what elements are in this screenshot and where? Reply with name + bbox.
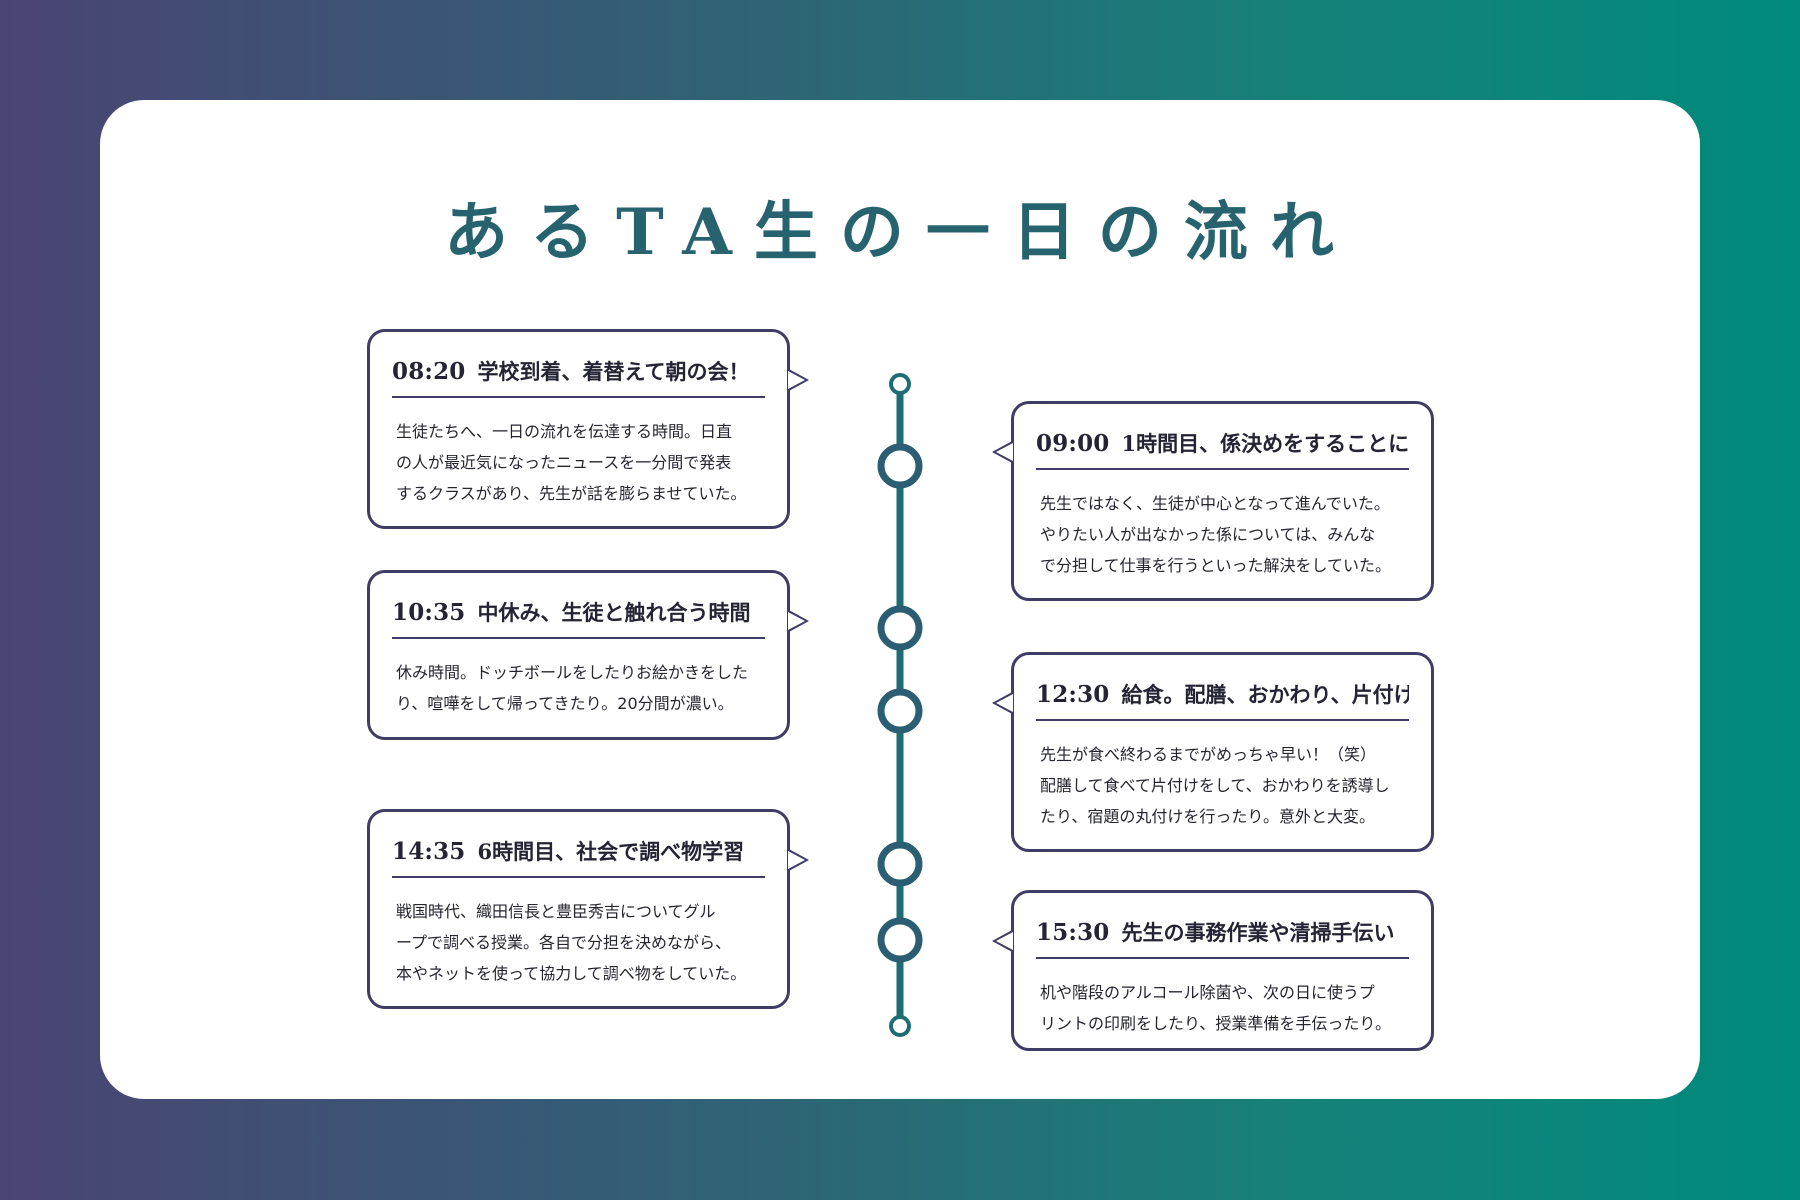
event-heading: 6時間目、社会で調べ物学習 [477, 839, 745, 864]
description-line: 机や階段のアルコール除菌や、次の日に使うプ [1040, 983, 1375, 1002]
event-header: 14:35 6時間目、社会で調べ物学習 [392, 836, 765, 866]
description-line: リントの印刷をしたり、授業準備を手伝ったり。 [1040, 1014, 1392, 1033]
event-heading: 先生の事務作業や清掃手伝い [1121, 920, 1395, 945]
event-time: 14:35 [392, 838, 466, 865]
description-line: 休み時間。ドッチボールをしたりお絵かきをした [396, 663, 749, 682]
page-title: あるTA生の一日の流れ [444, 195, 1356, 270]
divider [392, 637, 765, 639]
event-time: 15:30 [1036, 919, 1110, 946]
description-line: 生徒たちへ、一日の流れを伝達する時間。日直 [396, 422, 733, 441]
description-line: 戦国時代、織田信長と豊臣秀吉についてグル [396, 902, 716, 921]
timeline-node-1530 [877, 917, 923, 963]
description-line: やりたい人が出なかった係については、みんな [1040, 525, 1376, 544]
divider [1036, 468, 1409, 470]
bubble-tail [992, 691, 1014, 715]
bubble-tail [787, 368, 809, 392]
divider [1036, 719, 1409, 721]
event-heading: 1時間目、係決めをすることに [1121, 431, 1409, 456]
timeline-node-1035 [877, 605, 923, 651]
event-0900-bubble: 09:00 1時間目、係決めをすることに 先生ではなく、生徒が中心となって進んで… [992, 401, 1434, 601]
description-line: で分担して仕事を行うといった解決をしていた。 [1040, 556, 1392, 575]
timeline-node-1230 [877, 688, 923, 734]
event-1435-bubble: 14:35 6時間目、社会で調べ物学習 戦国時代、織田信長と豊臣秀吉についてグル… [367, 809, 809, 1009]
timeline-node-0820 [877, 443, 923, 489]
description-line: 先生ではなく、生徒が中心となって進んでいた。 [1040, 494, 1390, 513]
event-heading: 学校到着、着替えて朝の会！ [477, 359, 750, 384]
event-time: 10:35 [392, 599, 466, 626]
event-description: 先生が食べ終わるまでがめっちゃ早い！（笑） 配膳して食べて片付けをして、おかわり… [1036, 739, 1409, 832]
event-header: 08:20 学校到着、着替えて朝の会！ [392, 356, 765, 386]
description-line: の人が最近気になったニュースを一分間で発表 [396, 453, 732, 472]
event-header: 12:30 給食。配膳、おかわり、片付け [1036, 679, 1409, 709]
event-time: 12:30 [1036, 681, 1110, 708]
event-time: 08:20 [392, 358, 466, 385]
bubble-tail [787, 848, 809, 872]
bubble-tail [992, 440, 1014, 464]
event-header: 09:00 1時間目、係決めをすることに [1036, 428, 1409, 458]
event-1035-bubble: 10:35 中休み、生徒と触れ合う時間 休み時間。ドッチボールをしたりお絵かきを… [367, 570, 809, 740]
divider [392, 876, 765, 878]
bubble-tail [787, 609, 809, 633]
description-line: 先生が食べ終わるまでがめっちゃ早い！（笑） [1040, 745, 1377, 764]
description-line: たり、宿題の丸付けを行ったり。意外と大変。 [1040, 807, 1376, 826]
timeline-node-1435 [877, 841, 923, 887]
event-heading: 給食。配膳、おかわり、片付け [1121, 682, 1409, 707]
bubble-tail [992, 929, 1014, 953]
event-description: 戦国時代、織田信長と豊臣秀吉についてグル ープで調べる授業。各自で分担を決めなが… [392, 896, 765, 989]
event-1230-bubble: 12:30 給食。配膳、おかわり、片付け 先生が食べ終わるまでがめっちゃ早い！（… [992, 652, 1434, 852]
description-line: り、喧嘩をして帰ってきたり。20分間が濃い。 [396, 694, 734, 713]
event-description: 先生ではなく、生徒が中心となって進んでいた。 やりたい人が出なかった係については… [1036, 488, 1409, 581]
event-description: 机や階段のアルコール除菌や、次の日に使うプ リントの印刷をしたり、授業準備を手伝… [1036, 977, 1409, 1039]
event-1530-bubble: 15:30 先生の事務作業や清掃手伝い 机や階段のアルコール除菌や、次の日に使う… [992, 890, 1434, 1051]
divider [1036, 957, 1409, 959]
description-line: ープで調べる授業。各自で分担を決めながら、 [396, 933, 732, 952]
event-header: 10:35 中休み、生徒と触れ合う時間 [392, 597, 765, 627]
description-line: するクラスがあり、先生が話を膨らませていた。 [396, 484, 747, 503]
event-0820-bubble: 08:20 学校到着、着替えて朝の会！ 生徒たちへ、一日の流れを伝達する時間。日… [367, 329, 809, 529]
timeline-endpoint-bottom [889, 1015, 911, 1037]
description-line: 本やネットを使って協力して調べ物をしていた。 [396, 964, 747, 983]
main-card: あるTA生の一日の流れ 08:20 学校到着、着替えて朝の会！ 生徒たちへ、一日… [100, 100, 1700, 1099]
event-time: 09:00 [1036, 430, 1110, 457]
event-description: 生徒たちへ、一日の流れを伝達する時間。日直 の人が最近気になったニュースを一分間… [392, 416, 765, 509]
divider [392, 396, 765, 398]
event-description: 休み時間。ドッチボールをしたりお絵かきをした り、喧嘩をして帰ってきたり。20分… [392, 657, 765, 719]
description-line: 配膳して食べて片付けをして、おかわりを誘導し [1040, 776, 1390, 795]
event-header: 15:30 先生の事務作業や清掃手伝い [1036, 917, 1409, 947]
timeline-endpoint-top [889, 373, 911, 395]
event-heading: 中休み、生徒と触れ合う時間 [477, 600, 751, 625]
